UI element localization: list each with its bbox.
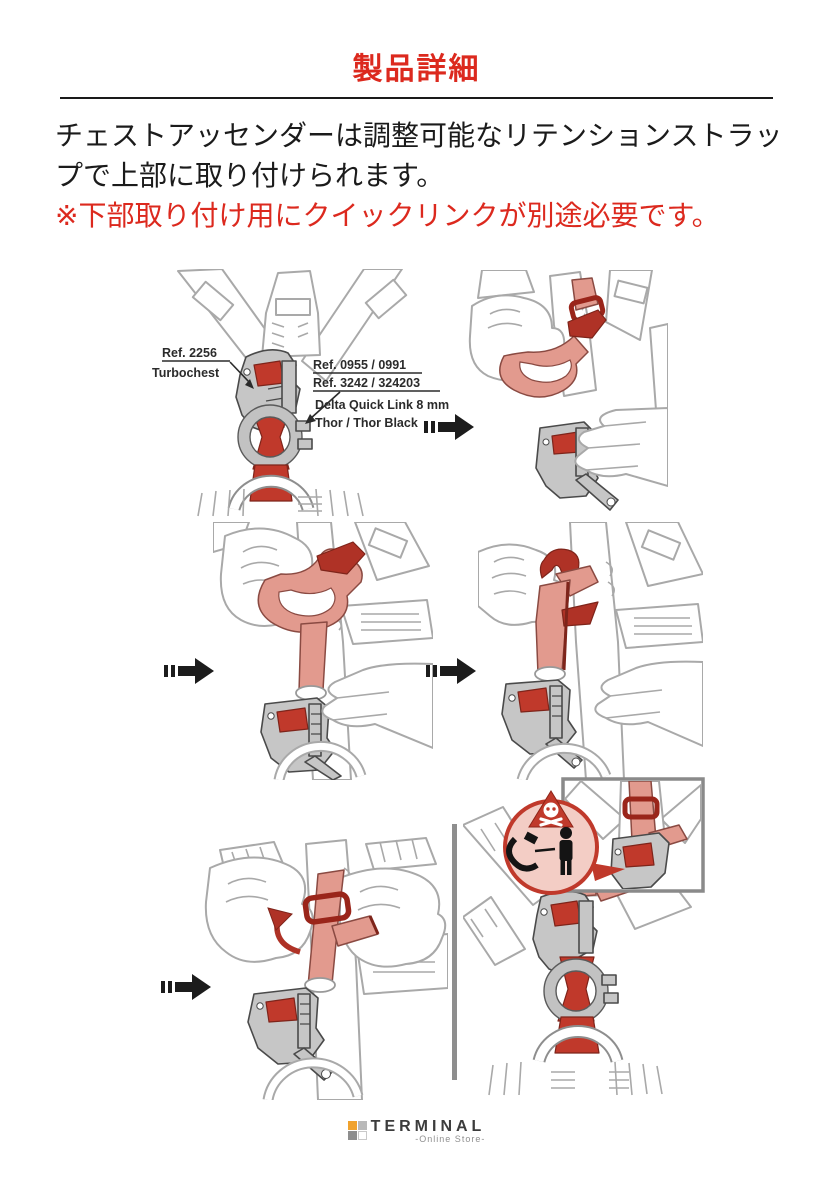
label-quicklink: Ref. 0955 / 0991 Ref. 3242 / 324203 Delt… (305, 358, 449, 430)
footer: TERMINAL -Online Store- (0, 1118, 833, 1144)
step-3-illustration (213, 522, 433, 780)
rotate-arrow-icon (267, 907, 301, 955)
brand-tagline: -Online Store- (415, 1134, 486, 1144)
intro-note: ※下部取り付け用にクイックリンクが別途必要です。 (55, 200, 720, 231)
chest-ascender (501, 679, 583, 769)
chest-ascender (247, 987, 333, 1081)
svg-text:Turbochest: Turbochest (152, 366, 220, 380)
strap-buckle (302, 891, 352, 925)
store-logo: TERMINAL -Online Store- (347, 1118, 486, 1144)
chest-ascender (532, 890, 598, 976)
delta-quick-link (237, 404, 313, 470)
waist-belt (488, 1061, 663, 1096)
page-title: 製品詳細 (352, 53, 481, 86)
svg-text:Thor / Thor Black: Thor / Thor Black (315, 416, 418, 430)
skull-crossbones-icon (528, 790, 574, 828)
instruction-diagram: Ref. 2256 Turbochest Ref. 0955 / 0991 Re… (0, 244, 833, 1106)
right-hand (338, 867, 447, 968)
warning-badge (503, 790, 625, 895)
waist-belt (197, 488, 364, 517)
section-divider (452, 824, 457, 1080)
step-6-illustration (463, 777, 705, 1096)
step-arrow-icon (424, 414, 474, 440)
intro-text: チェストアッセンダーは調整可能なリテンションストラップで上部に取り付けられます。 (55, 120, 783, 191)
quick-link-icon (506, 831, 556, 872)
step-arrow-icon (161, 974, 211, 1000)
step-1-illustration: Ref. 2256 Turbochest Ref. 0955 / 0991 Re… (152, 269, 449, 517)
svg-text:Ref. 0955 / 0991: Ref. 0955 / 0991 (313, 358, 406, 372)
inset-box (561, 777, 705, 893)
step-5-illustration (204, 837, 448, 1100)
step-arrow-icon (164, 658, 214, 684)
right-hand (574, 407, 668, 487)
svg-text:Ref. 2256: Ref. 2256 (162, 346, 217, 360)
label-turbochest: Ref. 2256 Turbochest (152, 346, 254, 389)
person-icon (559, 827, 573, 875)
harness-line-art (569, 522, 703, 780)
svg-text:Delta Quick Link 8 mm: Delta Quick Link 8 mm (315, 398, 449, 412)
step-4-illustration (478, 522, 703, 780)
right-hand (594, 660, 703, 747)
title-divider (60, 97, 773, 99)
logo-squares-icon (347, 1121, 367, 1140)
brand-name: TERMINAL (370, 1118, 486, 1135)
svg-text:Ref. 3242 / 324203: Ref. 3242 / 324203 (313, 376, 420, 390)
step-2-illustration (468, 270, 668, 511)
step-arrow-icon (426, 658, 476, 684)
right-hand (321, 662, 433, 749)
left-hand (204, 856, 314, 963)
